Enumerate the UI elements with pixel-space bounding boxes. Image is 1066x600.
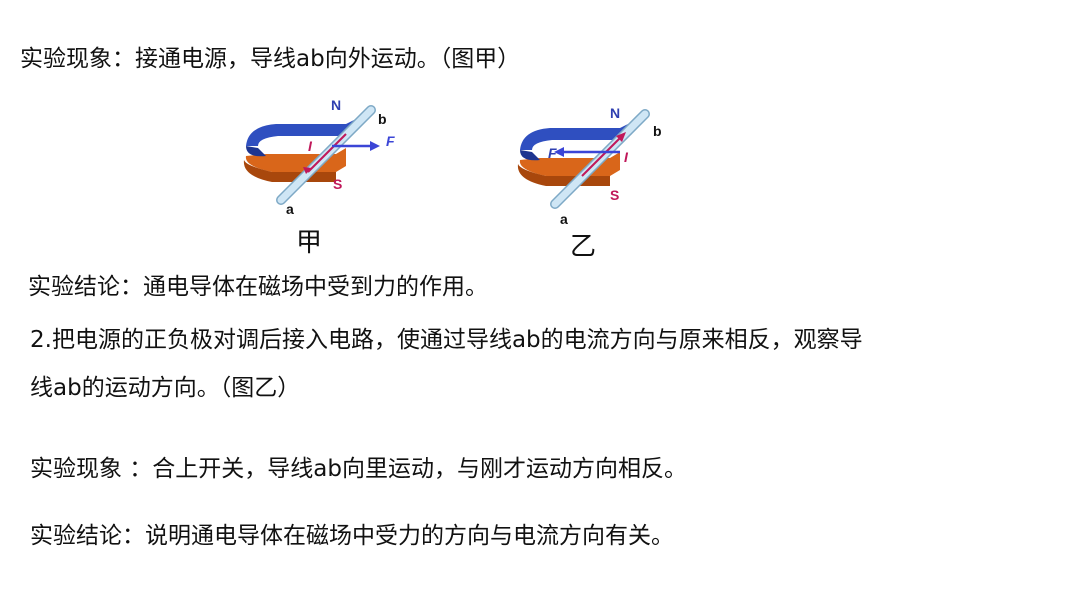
figure-a-magnet-diagram: N b I F S a xyxy=(236,96,406,226)
conclusion-line-2: 实验结论：说明通电导体在磁场中受力的方向与电流方向有关。 xyxy=(30,523,674,549)
figure-a-label-n: N xyxy=(331,97,341,113)
figure-b-current-arrow xyxy=(581,135,623,177)
figure-b-label-n: N xyxy=(610,105,620,121)
step-2-line-2: 线ab的运动方向。（图乙） xyxy=(30,375,301,401)
figure-b-label-s: S xyxy=(610,187,619,203)
figure-b-label-a: a xyxy=(560,211,568,227)
figure-a-current-arrow xyxy=(307,133,347,173)
figure-a-north-pole xyxy=(246,118,358,146)
conclusion-line-1: 实验结论：通电导体在磁场中受到力的作用。 xyxy=(28,274,488,300)
phenomenon-line-1: 实验现象：接通电源，导线ab向外运动。（图甲） xyxy=(20,46,521,72)
figure-b-north-pole xyxy=(520,122,632,150)
phenomenon-line-2: 实验现象 ：合上开关，导线ab向里运动，与刚才运动方向相反。 xyxy=(30,456,688,482)
figure-a-label-f: F xyxy=(386,133,395,149)
figure-a-svg: N b I F S a xyxy=(243,97,395,217)
figure-b-label-i: I xyxy=(624,149,629,165)
figure-b-magnet-diagram: N b F I S a xyxy=(510,100,680,230)
figure-b-caption: 乙 xyxy=(570,232,597,262)
figure-b-label-b: b xyxy=(653,123,662,139)
figure-b-label-f: F xyxy=(548,145,557,161)
figure-a-label-b: b xyxy=(378,111,387,127)
figure-a-label-s: S xyxy=(333,176,342,192)
figure-a-label-i: I xyxy=(308,138,313,154)
figure-a-label-a: a xyxy=(286,201,294,217)
figure-b-svg: N b F I S a xyxy=(517,105,662,227)
figure-a-caption: 甲 xyxy=(296,228,323,258)
step-2-line-1: 2.把电源的正负极对调后接入电路，使通过导线ab的电流方向与原来相反，观察导 xyxy=(30,327,863,353)
